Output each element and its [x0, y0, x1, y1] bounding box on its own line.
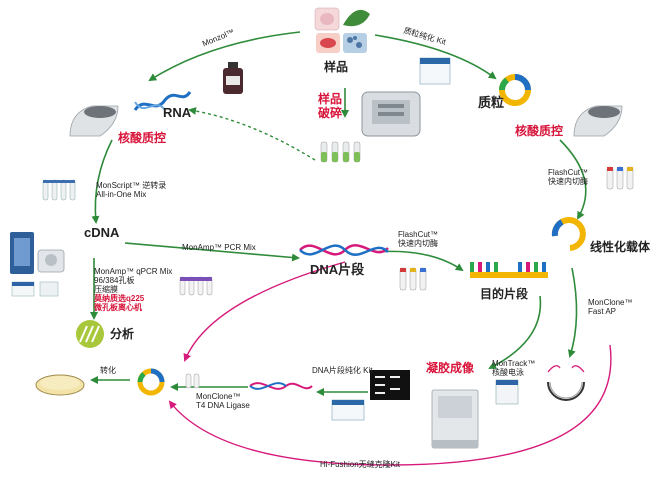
flashcut-tubes-mid	[399, 267, 427, 291]
node-linearized-vector: 线性化载体	[590, 240, 651, 254]
label-monamp-qpcr: MonAmp™ qPCR Mix 96/384孔板 压缩膜	[94, 267, 173, 295]
homogenizer	[361, 91, 421, 137]
label-flashcut-mid: FlashCut™ 快速内切酶	[398, 230, 439, 249]
arrow-rna-to-cdna	[91, 139, 113, 224]
petri-dish	[35, 374, 85, 396]
node-sample: 样品	[324, 60, 349, 74]
gel-image	[370, 370, 410, 400]
arrow-dna-to-target	[374, 250, 464, 272]
dna-purify-kit-box	[331, 399, 365, 421]
step-gel-imaging: 凝胶成像	[426, 361, 475, 375]
label-transform: 转化	[100, 366, 116, 375]
label-flashcut-top: FlashCut™ 快速内切酶	[548, 168, 589, 187]
step-qc-right: 核酸质控	[515, 124, 564, 138]
arrow-plasmid-to-linear	[559, 139, 587, 220]
label-qpcr-red: 莫纳质选q225 微孔板离心机	[94, 294, 145, 313]
label-montrack: MonTrack™ 核酸电泳	[492, 359, 536, 378]
nanodrop-right	[573, 105, 623, 137]
node-dna-fragment: DNA片段	[310, 262, 365, 277]
linear-vector-arc	[551, 217, 586, 251]
rna-helix	[133, 91, 192, 111]
step-sample-disruption: 样品 破碎	[318, 92, 343, 120]
node-target-fragment: 目的片段	[480, 287, 529, 301]
montrack-box	[495, 379, 519, 405]
dna-helix-small	[249, 382, 313, 390]
analysis-icon	[76, 320, 104, 348]
arrow-sample-to-plasmid	[374, 34, 497, 80]
node-analysis: 分析	[110, 327, 135, 341]
ligated-product-ring	[137, 368, 165, 396]
monzol-bottle	[223, 62, 243, 94]
arrow-linear-to-ring	[567, 267, 578, 358]
label-monclone-fastap: MonClone™ Fast AP	[588, 298, 633, 317]
hifusion-arc-top	[183, 261, 346, 362]
step-qc-left: 核酸质控	[118, 131, 167, 145]
node-cdna: cDNA	[84, 225, 120, 240]
arrow-sample-to-rna	[148, 31, 301, 82]
monclone-tubes	[185, 373, 200, 389]
flashcut-tubes-top	[606, 166, 634, 190]
sample-images	[314, 7, 370, 53]
monscript-tubes	[42, 179, 76, 201]
label-monamp-pcr: MonAmp™ PCR Mix	[182, 243, 256, 252]
monamp-tubes	[179, 276, 213, 296]
target-fragment-strip	[470, 262, 548, 278]
node-rna: RNA	[163, 105, 192, 120]
label-dna-purify-kit: DNA片段纯化 Kit	[312, 366, 373, 375]
plasmid-ring	[499, 74, 531, 106]
arrow-target-to-gel	[488, 295, 542, 369]
label-monscript: MonScript™ 逆转录 All-in-One Mix	[96, 181, 167, 200]
label-hifusion: Hi-Fushion无缝克隆Kit	[320, 460, 401, 469]
node-plasmid: 质粒	[478, 95, 505, 110]
arrow-cdna-to-dna	[124, 242, 300, 262]
arrow-tubes-to-rna	[188, 107, 316, 161]
gel-imager	[431, 389, 479, 449]
label-monclone-ligase: MonClone™ T4 DNA Ligase	[196, 392, 250, 411]
sample-tubes	[320, 141, 361, 163]
hifusion-arc-bottom	[168, 344, 612, 466]
dna-helix	[299, 244, 389, 256]
qpcr-instruments	[10, 232, 65, 297]
nanodrop-left	[69, 105, 119, 137]
plasmid-kit-box	[419, 57, 451, 85]
cut-plasmid-ring	[547, 365, 585, 401]
